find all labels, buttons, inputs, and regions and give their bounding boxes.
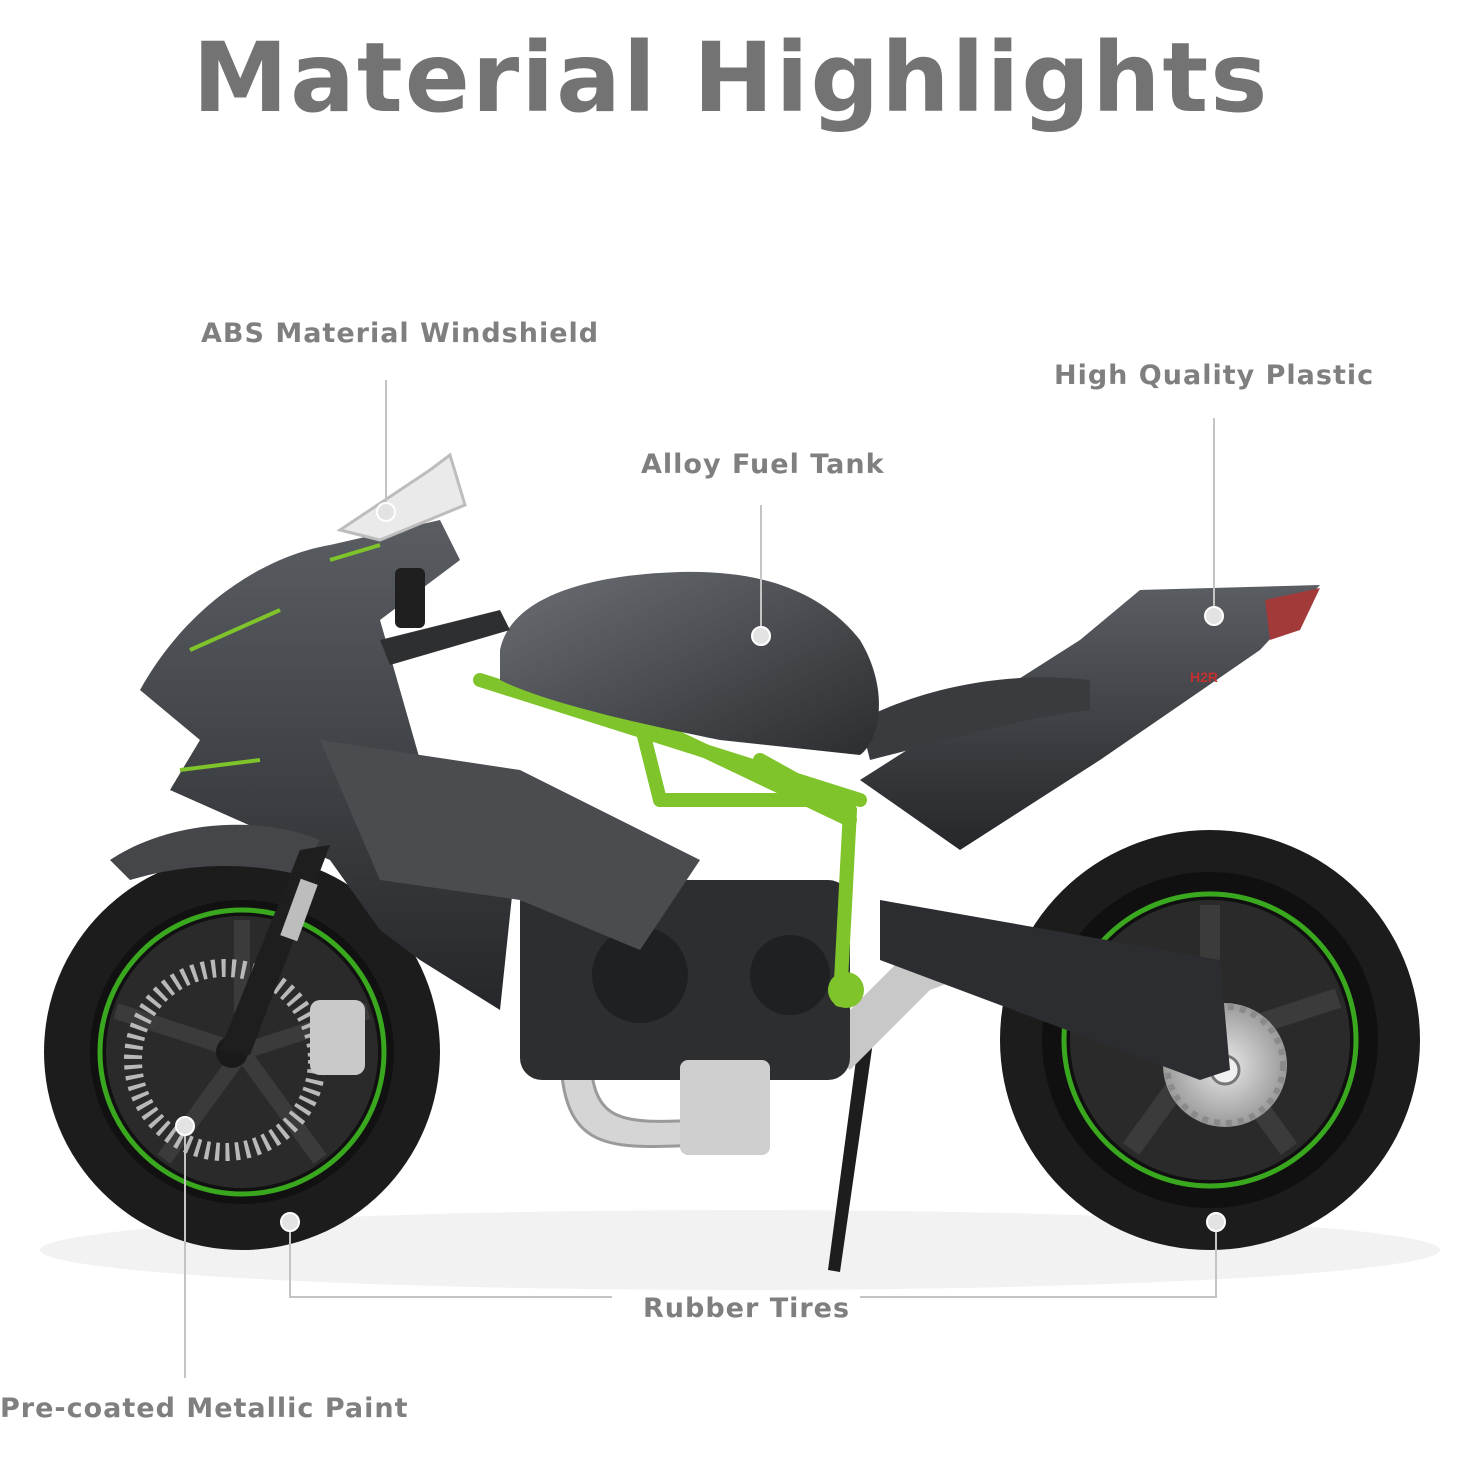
- callout-windshield: ABS Material Windshield: [201, 318, 600, 349]
- kickstand: [828, 1030, 874, 1272]
- swing-arm: [880, 900, 1230, 1080]
- front-fairing: [140, 520, 520, 1010]
- windshield: [336, 452, 467, 542]
- callout-plastic: High Quality Plastic: [1054, 360, 1375, 391]
- callout-metallic-paint: Pre-coated Metallic Paint: [0, 1393, 409, 1424]
- fork-tube: [280, 878, 318, 942]
- fairing-accent-stripes: [179, 543, 381, 772]
- callout-rubber-tires: Rubber Tires: [643, 1293, 851, 1324]
- seat: [860, 677, 1090, 760]
- fairing-side-panel: [320, 740, 700, 950]
- tail-section: [860, 585, 1320, 850]
- trellis-frame: [473, 673, 867, 1007]
- callout-lines: [184, 380, 1217, 1378]
- engine: [520, 880, 850, 1155]
- handlebar: [380, 610, 510, 665]
- ground-shadow: [40, 1210, 1440, 1290]
- front-fender: [110, 824, 320, 880]
- fuel-tank: [500, 571, 879, 755]
- callout-fuel-tank: Alloy Fuel Tank: [641, 449, 885, 480]
- page-title: Material Highlights: [192, 22, 1270, 134]
- callout-dots: [175, 502, 1226, 1232]
- tail-light: [1265, 588, 1320, 640]
- model-badge: H2R: [1190, 669, 1218, 685]
- mirror: [395, 568, 425, 628]
